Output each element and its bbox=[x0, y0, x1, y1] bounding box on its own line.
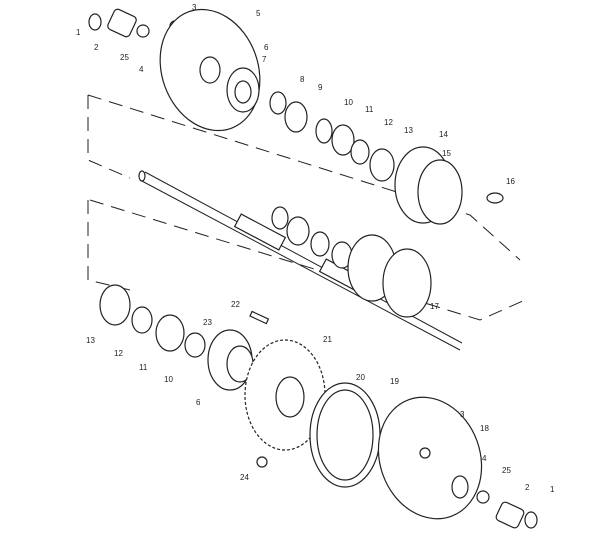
callout-12: 12 bbox=[384, 118, 393, 127]
callout-8: 8 bbox=[300, 75, 305, 84]
callout-4: 4 bbox=[139, 65, 144, 74]
nut bbox=[136, 24, 150, 38]
callout-21: 21 bbox=[323, 335, 332, 344]
lower-assembly-guide bbox=[87, 200, 131, 291]
callout-23: 23 bbox=[203, 318, 212, 327]
callout-13: 13 bbox=[86, 336, 95, 345]
callout-9: 9 bbox=[318, 83, 323, 92]
callout-22: 22 bbox=[231, 300, 240, 309]
callout-1: 1 bbox=[550, 485, 555, 494]
callout-6: 6 bbox=[264, 43, 269, 52]
callout-7: 7 bbox=[262, 55, 267, 64]
lower-assembly-guide-right bbox=[89, 199, 526, 321]
middle-parts bbox=[271, 206, 432, 318]
callout-12: 12 bbox=[114, 349, 123, 358]
callout-11: 11 bbox=[139, 363, 148, 372]
lower-parts bbox=[99, 284, 538, 529]
callout-16: 16 bbox=[506, 177, 515, 186]
upper-assembly-guide bbox=[87, 94, 521, 261]
callout-13: 13 bbox=[404, 126, 413, 135]
callout-24: 24 bbox=[240, 473, 249, 482]
callout-5: 5 bbox=[256, 9, 261, 18]
callout-25: 25 bbox=[502, 466, 511, 475]
callout-25: 25 bbox=[120, 53, 129, 62]
callout-2: 2 bbox=[94, 43, 99, 52]
callout-19: 19 bbox=[390, 377, 399, 386]
callout-15: 15 bbox=[442, 149, 451, 158]
callout-3: 3 bbox=[192, 3, 197, 12]
callout-14: 14 bbox=[439, 130, 448, 139]
callout-11: 11 bbox=[365, 105, 374, 114]
upper-assembly-guide-left bbox=[87, 95, 131, 179]
spacer bbox=[107, 8, 137, 38]
callout-3: 3 bbox=[460, 410, 465, 419]
callout-4: 4 bbox=[482, 454, 487, 463]
upper-parts bbox=[88, 8, 504, 225]
callout-20: 20 bbox=[356, 373, 365, 382]
callout-18: 18 bbox=[480, 424, 489, 433]
callout-10: 10 bbox=[164, 375, 173, 384]
brake-disc-lower bbox=[377, 396, 483, 520]
snap-ring bbox=[88, 13, 102, 31]
callout-1: 1 bbox=[76, 28, 81, 37]
callout-2: 2 bbox=[525, 483, 530, 492]
callout-17: 17 bbox=[430, 302, 439, 311]
callout-6: 6 bbox=[196, 398, 201, 407]
callout-10: 10 bbox=[344, 98, 353, 107]
